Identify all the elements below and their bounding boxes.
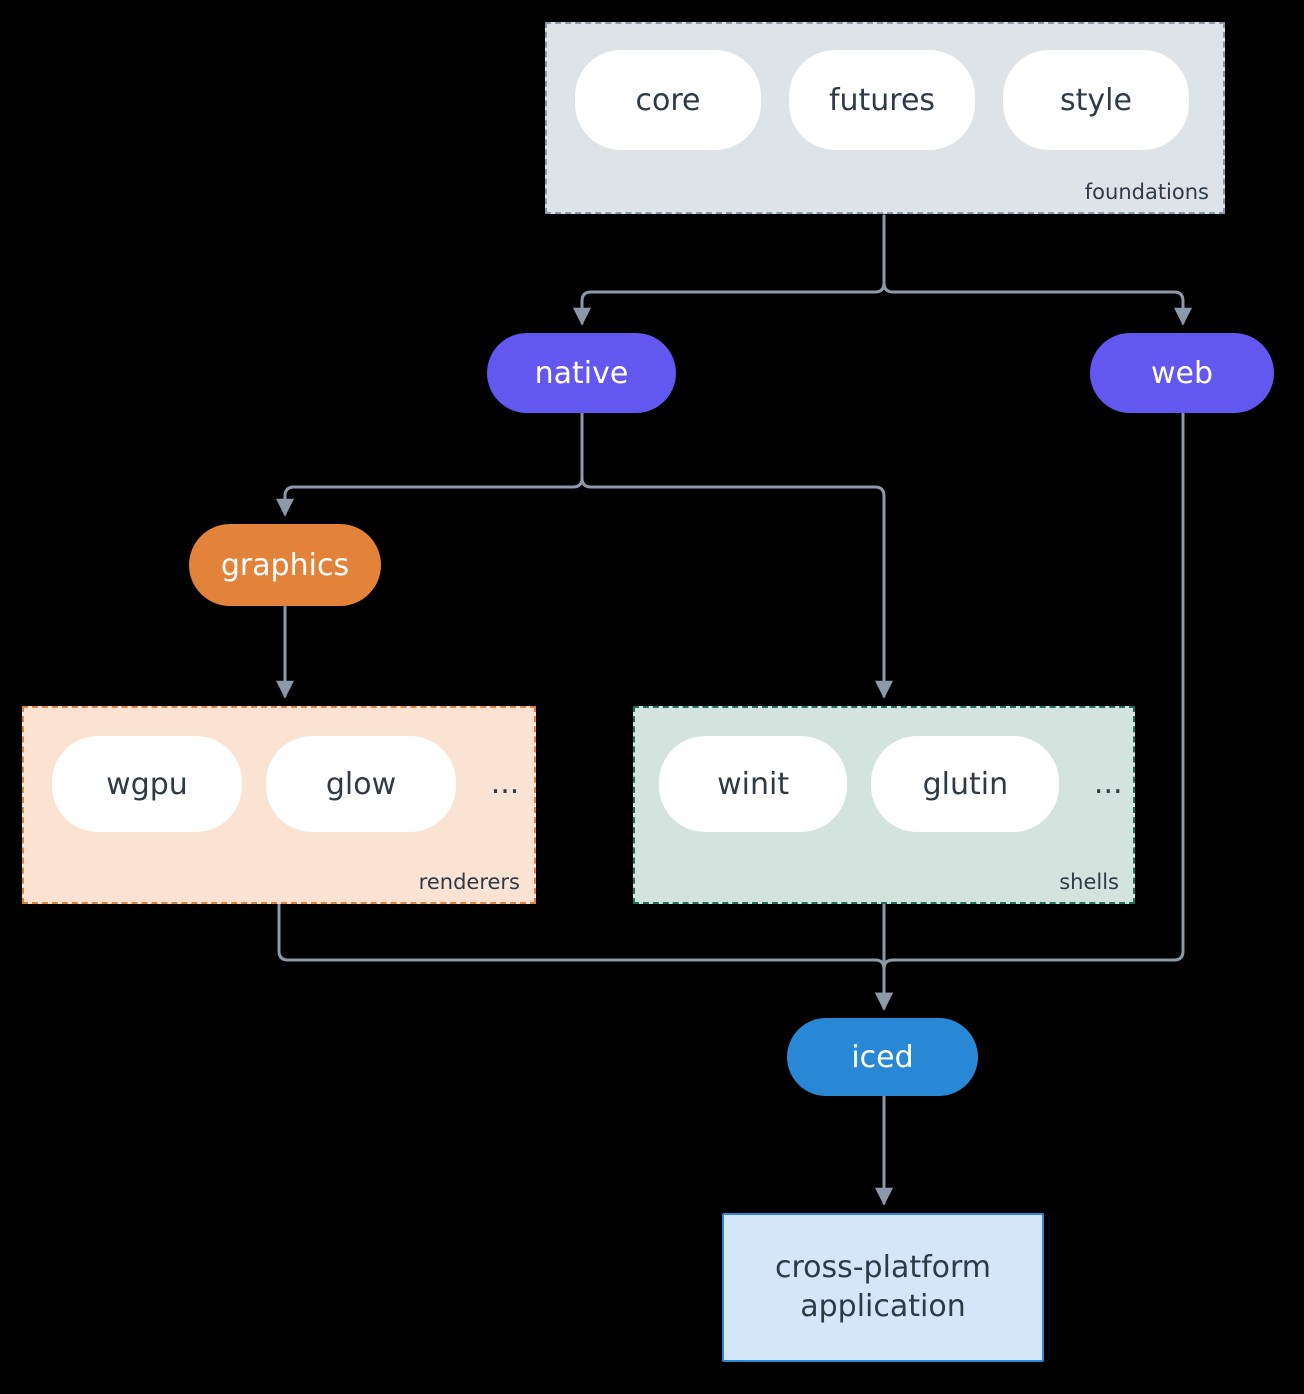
node-winit[interactable]: winit — [659, 736, 848, 832]
node-core[interactable]: core — [575, 50, 761, 150]
node-style[interactable]: style — [1003, 50, 1189, 150]
group-label-foundations: foundations — [1084, 180, 1209, 204]
app-label-line1: cross-platform — [774, 1250, 992, 1286]
renderers-more-ellipsis: ... — [490, 766, 520, 801]
node-iced[interactable]: iced — [787, 1018, 978, 1096]
node-wgpu[interactable]: wgpu — [52, 736, 242, 832]
shells-more-ellipsis: ... — [1093, 766, 1123, 801]
shells-members: winit glutin ... — [635, 736, 1133, 832]
group-label-renderers: renderers — [418, 870, 520, 894]
edge-foundations-web — [882, 214, 1192, 326]
node-glow[interactable]: glow — [266, 736, 456, 832]
edge-renderers-iced — [277, 903, 893, 1011]
node-cross-platform-application[interactable]: cross-platform application — [722, 1213, 1044, 1362]
edge-native-shells — [580, 411, 893, 699]
node-native[interactable]: native — [487, 333, 676, 413]
edge-foundations-native — [573, 214, 886, 326]
app-label-line2: application — [800, 1288, 966, 1324]
node-futures[interactable]: futures — [789, 50, 975, 150]
renderers-members: wgpu glow ... — [24, 736, 534, 832]
edge-native-graphics — [276, 411, 584, 517]
foundations-members: core futures style — [547, 50, 1223, 150]
node-web[interactable]: web — [1090, 333, 1274, 413]
group-label-shells: shells — [1059, 870, 1119, 894]
node-glutin[interactable]: glutin — [871, 736, 1060, 832]
group-renderers: wgpu glow ... renderers — [22, 706, 536, 904]
group-foundations: core futures style foundations — [545, 22, 1225, 214]
group-shells: winit glutin ... shells — [633, 706, 1135, 904]
node-graphics[interactable]: graphics — [189, 524, 381, 606]
